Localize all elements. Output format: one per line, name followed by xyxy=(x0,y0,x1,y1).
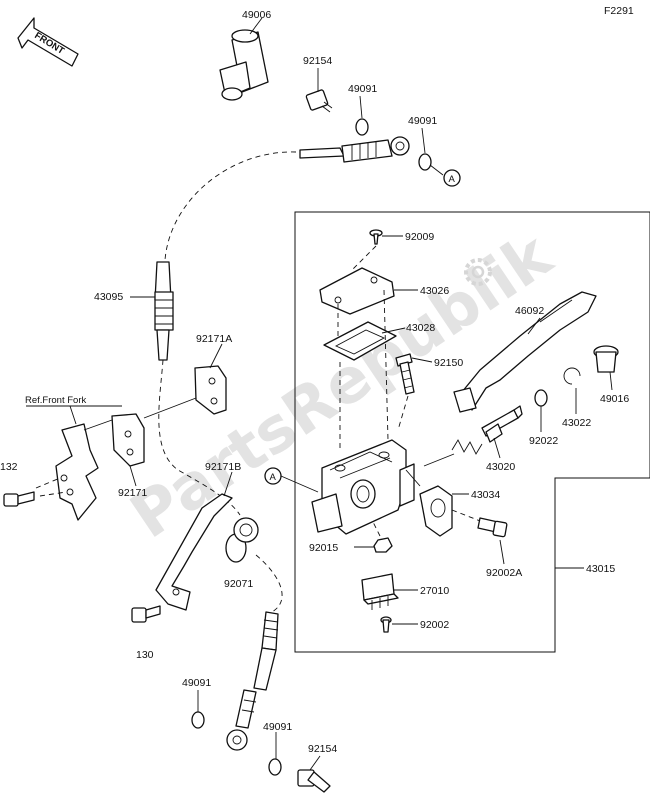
screw-92150 xyxy=(395,353,415,395)
master-cylinder-body-43015 xyxy=(311,439,415,535)
brake-lever-46092 xyxy=(453,291,597,413)
holder-clamp-43034 xyxy=(419,485,453,537)
bolt-132 xyxy=(3,491,35,507)
washer-49091-c xyxy=(191,711,205,729)
bolt-130 xyxy=(131,605,161,623)
label-92150: 92150 xyxy=(434,357,463,369)
piston-43020 xyxy=(451,405,523,455)
reservoir-cap-43026 xyxy=(319,267,395,315)
label-43095: 43095 xyxy=(94,291,123,303)
label-49016: 49016 xyxy=(600,393,629,405)
label-130: 130 xyxy=(136,649,154,661)
label-43015: 43015 xyxy=(586,563,615,575)
label-92015: 92015 xyxy=(309,542,338,554)
washer-49091-d xyxy=(268,758,282,776)
screw-92009 xyxy=(369,229,383,245)
nut-92015 xyxy=(373,537,393,553)
bracket-92171b xyxy=(155,493,233,611)
front-fork-bracket xyxy=(55,423,99,521)
label-92002a: 92002A xyxy=(486,567,522,579)
label-49091-d: 49091 xyxy=(263,721,292,733)
hose-routing-lower xyxy=(255,554,283,613)
boot-49016 xyxy=(593,345,619,373)
label-49091-b: 49091 xyxy=(408,115,437,127)
brake-hose-upper-fitting xyxy=(299,136,410,163)
svg-text:A: A xyxy=(449,174,456,185)
label-92009: 92009 xyxy=(405,231,434,243)
grommet-92071 xyxy=(225,517,259,563)
circlip-43022 xyxy=(563,367,581,385)
brake-hose-43095 xyxy=(154,261,174,361)
hose-routing-upper xyxy=(164,151,297,261)
label-92154-bottom: 92154 xyxy=(308,743,337,755)
label-43022: 43022 xyxy=(562,417,591,429)
cap-49006 xyxy=(219,29,269,101)
washer-92022 xyxy=(534,389,548,407)
clamp-92171a xyxy=(194,365,227,415)
master-cylinder-assembly-box xyxy=(294,211,650,653)
label-46092: 46092 xyxy=(515,305,544,317)
bolt-92154-top xyxy=(305,89,333,113)
label-49091-c: 49091 xyxy=(182,677,211,689)
front-arrow-icon: FRONT xyxy=(17,17,79,67)
svg-text:A: A xyxy=(270,472,277,483)
callout-a-lower: A xyxy=(264,467,282,485)
clamp-92171 xyxy=(111,413,145,467)
label-43028: 43028 xyxy=(406,322,435,334)
label-43034: 43034 xyxy=(471,489,500,501)
label-92002: 92002 xyxy=(420,619,449,631)
label-27010: 27010 xyxy=(420,585,449,597)
washer-49091-b xyxy=(418,153,432,171)
label-92171b: 92171B xyxy=(205,461,241,473)
reference-text: Ref.Front Fork xyxy=(25,395,86,406)
label-92171a: 92171A xyxy=(196,333,232,345)
screw-92002 xyxy=(380,616,392,633)
bolt-92002a xyxy=(477,517,508,538)
label-43020: 43020 xyxy=(486,461,515,473)
label-132: 132 xyxy=(0,461,18,473)
diagram-code: F2291 xyxy=(604,5,634,17)
brake-hose-lower-fitting xyxy=(226,611,279,751)
label-92171: 92171 xyxy=(118,487,147,499)
label-49091-a: 49091 xyxy=(348,83,377,95)
label-92022: 92022 xyxy=(529,435,558,447)
diaphragm-43028 xyxy=(323,321,397,361)
gear-icon xyxy=(464,258,492,286)
label-43026: 43026 xyxy=(420,285,449,297)
label-49006: 49006 xyxy=(242,9,271,21)
switch-27010 xyxy=(361,573,399,610)
label-92154-top: 92154 xyxy=(303,55,332,67)
callout-a-upper: A xyxy=(443,169,461,187)
bolt-92154-bottom xyxy=(297,769,331,793)
label-92071: 92071 xyxy=(224,578,253,590)
washer-49091-a xyxy=(355,118,369,136)
